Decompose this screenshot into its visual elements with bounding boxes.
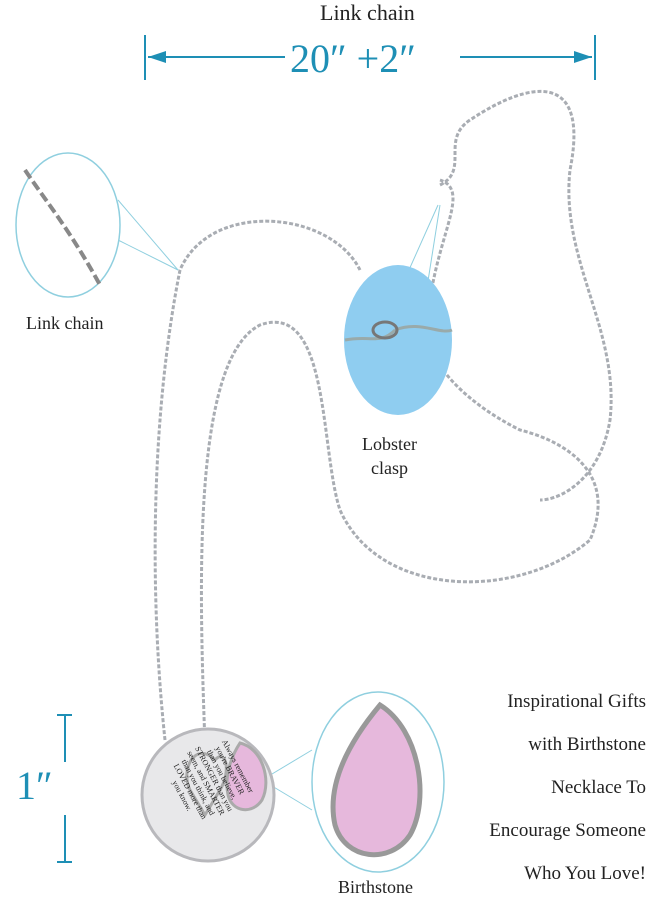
- birthstone-large-icon: [330, 701, 423, 858]
- lobster-clasp-icon: [371, 320, 399, 340]
- tagline-line: Necklace To: [551, 777, 646, 798]
- lobster-clasp-label-line2: clasp: [371, 458, 408, 478]
- tagline-line: with Birthstone: [528, 734, 646, 755]
- tagline: Inspirational Gifts with Birthstone Neck…: [489, 680, 646, 895]
- chain-detail: [23, 168, 102, 286]
- lobster-clasp-label: Lobster clasp: [362, 432, 417, 480]
- lobster-clasp-zoom-circle: [344, 265, 452, 415]
- chain: [153, 89, 613, 746]
- length-label: 20″ +2″: [290, 36, 416, 81]
- tagline-line: Inspirational Gifts: [507, 691, 646, 712]
- birthstone-charm-icon: [225, 741, 268, 811]
- tagline-line: Encourage Someone: [489, 820, 646, 841]
- pendant-size-label: 1″: [16, 763, 53, 808]
- lobster-clasp-label-line1: Lobster: [362, 434, 417, 454]
- link-chain-zoom-circle: [15, 152, 121, 298]
- top-title: Link chain: [320, 0, 415, 25]
- link-chain-label: Link chain: [26, 313, 104, 333]
- birthstone-label: Birthstone: [338, 877, 413, 897]
- heart-charm-icon: [185, 752, 228, 818]
- length-dimension-arrow: [144, 35, 596, 80]
- pendant-size-arrow: [57, 714, 72, 863]
- tagline-line: Who You Love!: [524, 863, 646, 884]
